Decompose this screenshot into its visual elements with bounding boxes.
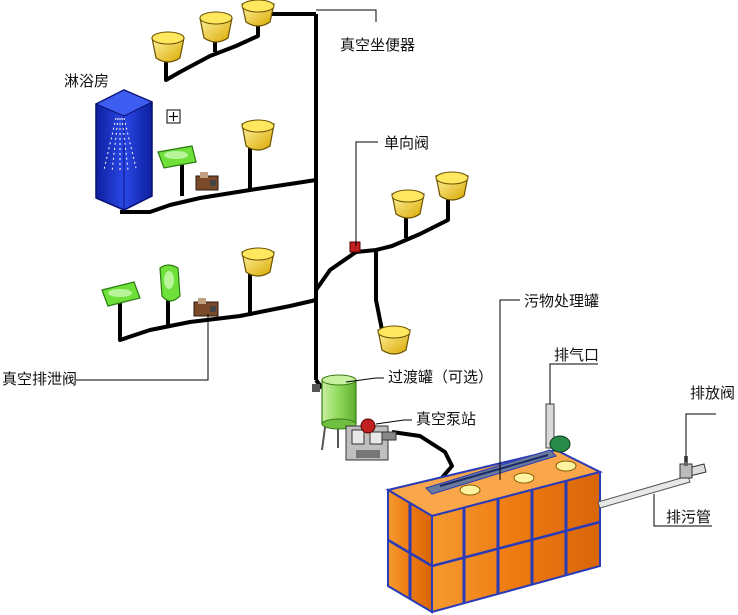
leader-vacuum-pump-station	[375, 419, 412, 425]
toilet-icon	[241, 0, 275, 27]
vacuum-pump-station-icon	[345, 418, 397, 461]
pipe-pump-to-tank	[391, 430, 454, 482]
leader-vacuum-drain-valve	[76, 314, 209, 381]
pipe-right-branch	[314, 196, 450, 292]
urinal-icon	[159, 264, 181, 302]
label-drain-pipe: 排污管	[666, 508, 711, 526]
pipe-lower-branch	[118, 298, 317, 342]
manhole-icon	[513, 472, 535, 484]
label-vacuum-drain-valve: 真空排泄阀	[2, 370, 77, 388]
pipe-top-branch	[164, 12, 316, 82]
vacuum-drain-valve-icon	[193, 298, 219, 317]
label-shower-room: 淋浴房	[64, 72, 109, 90]
leader-sewage-tank	[499, 299, 520, 480]
label-vacuum-pump-station: 真空泵站	[416, 410, 476, 428]
label-transition-tank: 过渡罐（可选）	[388, 368, 493, 386]
vent-pipe-icon	[545, 403, 571, 453]
toilet-icon	[241, 119, 275, 151]
check-valve-icon	[349, 241, 361, 253]
switch-box-icon	[166, 109, 181, 124]
toilet-icon	[199, 11, 233, 43]
toilet-icon	[391, 189, 425, 219]
manhole-icon	[555, 460, 577, 472]
label-check-valve: 单向阀	[384, 134, 429, 152]
leader-check-valve	[355, 141, 378, 246]
basin-icon	[101, 281, 141, 307]
leader-vacuum-toilet	[316, 9, 377, 22]
label-sewage-tank: 污物处理罐	[524, 292, 599, 310]
leader-transition-tank	[345, 377, 384, 383]
leader-vent	[549, 363, 598, 404]
basin-icon	[157, 145, 197, 169]
shower-room-icon	[94, 89, 154, 211]
vacuum-drain-valve-icon	[195, 172, 219, 191]
drain-pipe-icon	[597, 463, 707, 509]
sewage-tank-icon	[385, 448, 603, 614]
pipe-shower-branch	[120, 178, 317, 214]
toilet-icon	[241, 247, 275, 277]
pipe-network	[118, 12, 454, 482]
toilet-icon	[151, 31, 185, 63]
leader-lines	[76, 9, 716, 527]
leader-discharge-valve	[685, 413, 716, 462]
toilet-icon	[377, 325, 411, 355]
manhole-icon	[459, 484, 481, 496]
label-vacuum-toilet: 真空坐便器	[340, 36, 415, 54]
label-vent: 排气口	[554, 346, 599, 364]
leader-drain-pipe	[653, 494, 712, 527]
label-discharge-valve: 排放阀	[690, 384, 735, 402]
toilet-icon	[435, 171, 469, 201]
